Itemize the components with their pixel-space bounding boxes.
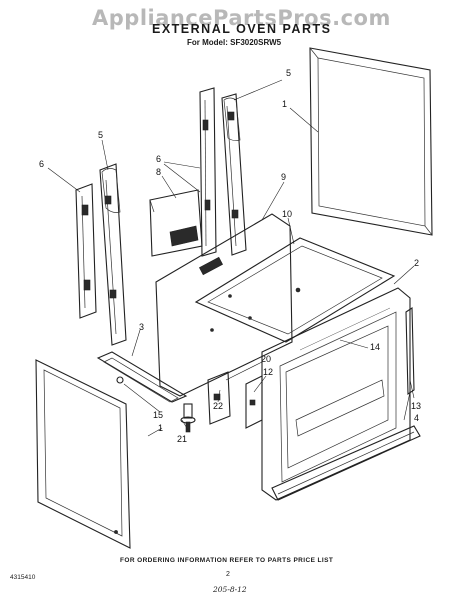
callout-1-bottom: 1 — [158, 423, 164, 433]
kick-plate — [271, 425, 421, 501]
page-title: EXTERNAL OVEN PARTS — [152, 22, 332, 36]
leader-lines — [47, 79, 415, 437]
callout-12: 12 — [263, 367, 274, 377]
callout-5-right: 5 — [286, 68, 292, 78]
callout-6-center: 6 — [156, 154, 162, 164]
callout-4: 4 — [414, 413, 420, 423]
ordering-note: FOR ORDERING INFORMATION REFER TO PARTS … — [120, 557, 334, 564]
door-panel — [285, 325, 389, 469]
callout-8: 8 — [156, 167, 162, 177]
callout-15: 15 — [153, 410, 164, 420]
right-side-rail — [199, 87, 247, 257]
left-side-rail — [75, 163, 127, 346]
callout-3: 3 — [139, 322, 145, 332]
callout-20: 20 — [261, 354, 272, 364]
callout-2: 2 — [414, 258, 420, 268]
handwritten-date: 205-8-12 — [213, 585, 247, 594]
callout-9: 9 — [281, 172, 287, 182]
callout-1-top: 1 — [282, 99, 288, 109]
callout-22: 22 — [213, 401, 224, 411]
document-number: 4315410 — [10, 574, 36, 581]
callout-5-left: 5 — [98, 130, 104, 140]
callout-6-left: 6 — [39, 159, 45, 169]
callout-13: 13 — [411, 401, 422, 411]
watermark: AppliancePartsPros.com — [92, 6, 391, 30]
leveling-leg — [116, 376, 196, 433]
model-label: For Model: SF3020SRW5 — [187, 38, 282, 47]
vent-bracket — [149, 189, 203, 257]
small-brackets — [207, 371, 263, 429]
page-number: 2 — [226, 571, 230, 578]
rear-frame-panel — [309, 47, 433, 236]
callout-21: 21 — [177, 434, 188, 444]
side-panel — [35, 359, 131, 549]
callout-10: 10 — [282, 209, 293, 219]
side-trim — [405, 306, 415, 396]
base-bracket — [96, 351, 188, 403]
callout-14: 14 — [370, 342, 381, 352]
top-panel — [194, 237, 396, 343]
